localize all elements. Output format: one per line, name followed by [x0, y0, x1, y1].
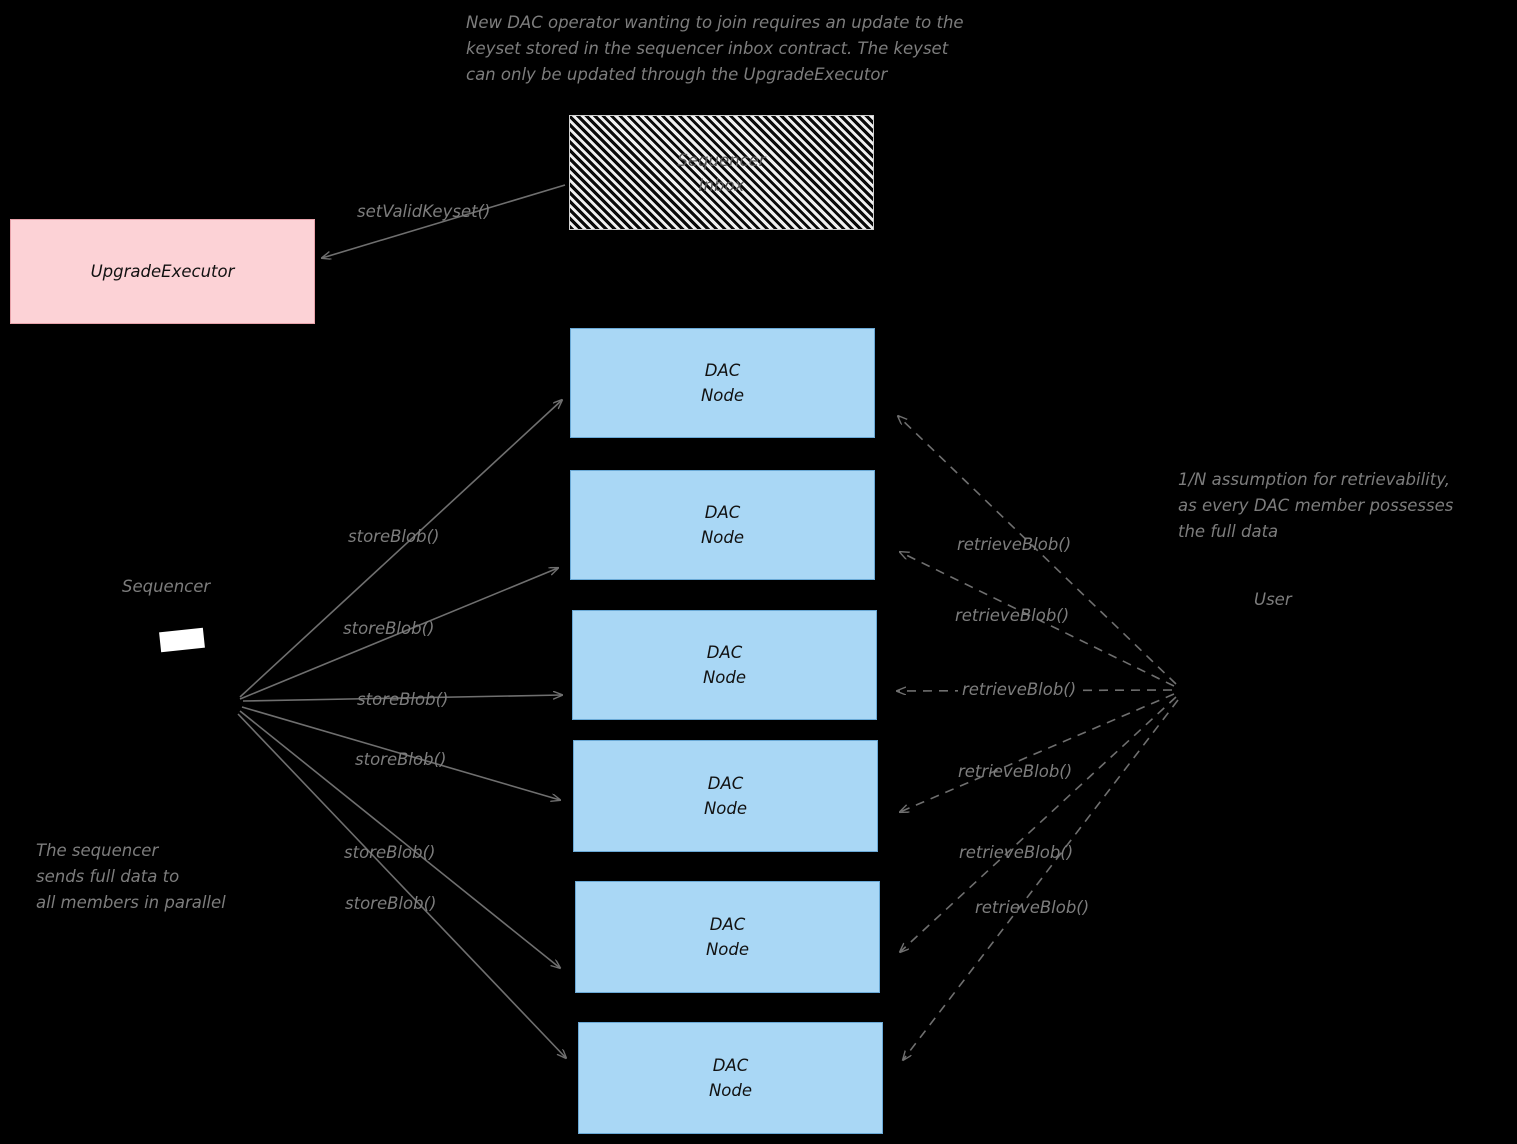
dac-node-box[interactable]: DAC Node: [578, 1022, 883, 1134]
note-right: 1/N assumption for retrievability, as ev…: [1178, 470, 1454, 541]
edge-label-store-blob: storeBlob(): [355, 750, 447, 769]
sequencer-icon: [159, 627, 205, 653]
upgrade-executor-box[interactable]: UpgradeExecutor: [10, 219, 315, 324]
edge-label-store-blob: storeBlob(): [343, 619, 435, 638]
edge-label-store-blob: storeBlob(): [348, 527, 440, 546]
dac-node-box[interactable]: DAC Node: [573, 740, 878, 852]
edge-label-retrieve-blob: retrieveBlob(): [959, 843, 1074, 862]
dac-node-box[interactable]: DAC Node: [570, 470, 875, 580]
edge-retrieve-blob-6: [903, 699, 1179, 1060]
edge-label-retrieve-blob: retrieveBlob(): [958, 680, 1081, 700]
actor-label-sequencer: Sequencer: [122, 577, 211, 596]
note-top: New DAC operator wanting to join require…: [466, 13, 964, 84]
edge-retrieve-blob-4: [900, 693, 1175, 812]
dac-node-box[interactable]: DAC Node: [570, 328, 875, 438]
edge-label-store-blob: storeBlob(): [344, 843, 436, 862]
edge-label-retrieve-blob: retrieveBlob(): [975, 898, 1090, 917]
dac-node-box[interactable]: DAC Node: [572, 610, 877, 720]
sequencer-inbox-box[interactable]: Sequencer Inbox: [569, 115, 874, 230]
edge-store-blob-1: [239, 400, 562, 698]
edge-label-store-blob: storeBlob(): [357, 690, 449, 709]
note-bottom-left: The sequencer sends full data to all mem…: [36, 841, 226, 912]
edge-label-store-blob: storeBlob(): [345, 894, 437, 913]
edge-label-retrieve-blob: retrieveBlob(): [955, 606, 1070, 625]
edge-label-retrieve-blob: retrieveBlob(): [958, 762, 1073, 781]
edge-label-set-valid-keyset: setValidKeyset(): [357, 202, 491, 221]
dac-node-box[interactable]: DAC Node: [575, 881, 880, 993]
edge-label-retrieve-blob: retrieveBlob(): [957, 535, 1072, 554]
actor-label-user: User: [1254, 590, 1292, 609]
